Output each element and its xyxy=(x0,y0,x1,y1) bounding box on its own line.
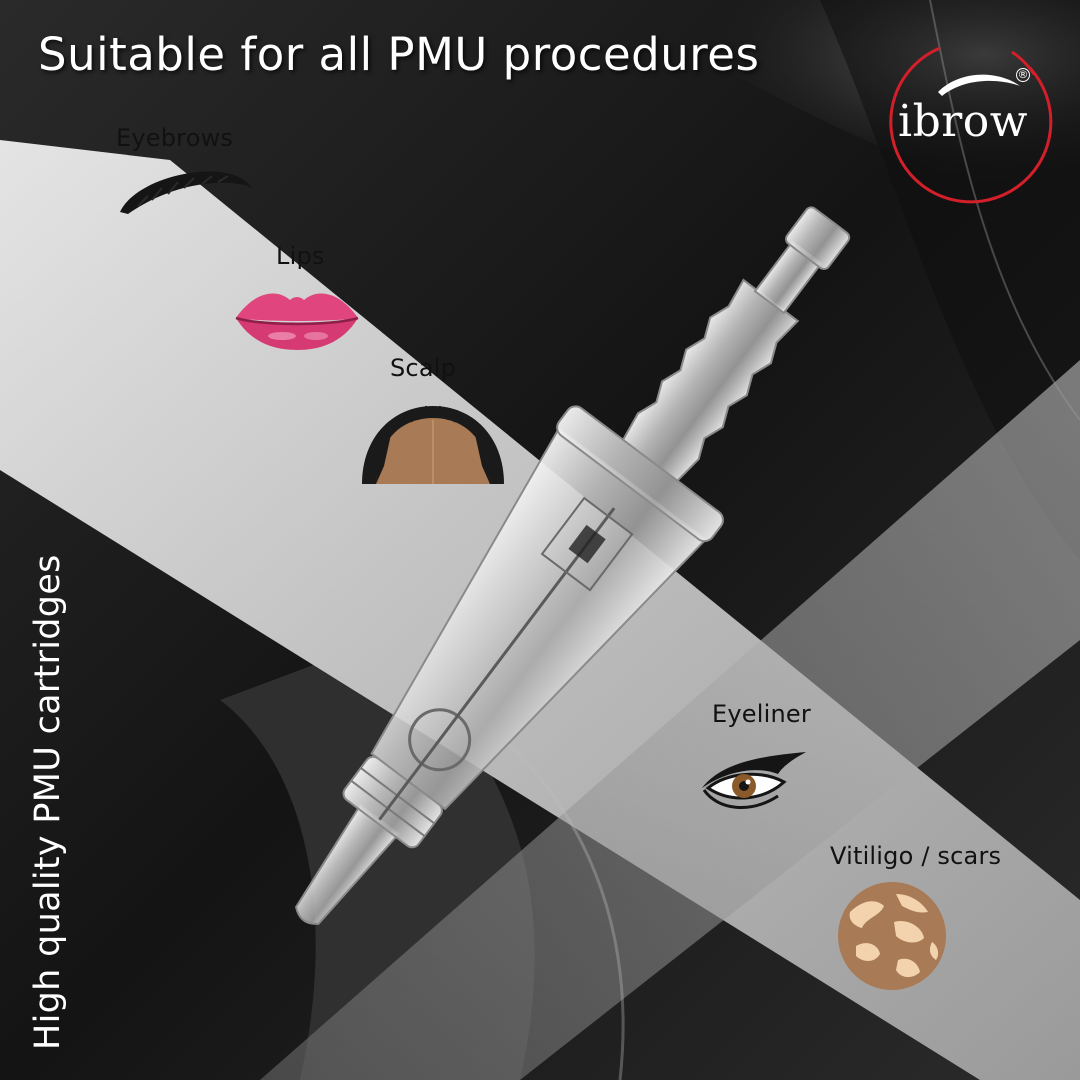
registered-mark: ® xyxy=(1016,68,1030,82)
logo-brow-icon xyxy=(938,74,1020,96)
label-scalp: Scalp xyxy=(390,354,457,382)
scalp-icon xyxy=(362,405,504,484)
brand-logo: ibrow ® xyxy=(880,30,1060,210)
label-lips: Lips xyxy=(276,242,325,270)
eyeliner-icon xyxy=(702,752,806,809)
logo-ring-icon xyxy=(889,46,1053,204)
lips-icon xyxy=(235,293,359,350)
label-vitiligo-scars: Vitiligo / scars xyxy=(830,842,1002,870)
headline: Suitable for all PMU procedures xyxy=(38,28,760,81)
label-eyeliner: Eyeliner xyxy=(712,700,811,728)
brand-name: ibrow xyxy=(898,96,1028,147)
vitiligo-icon xyxy=(838,882,946,990)
label-eyebrows: Eyebrows xyxy=(116,124,234,152)
eyebrow-icon xyxy=(120,171,252,214)
